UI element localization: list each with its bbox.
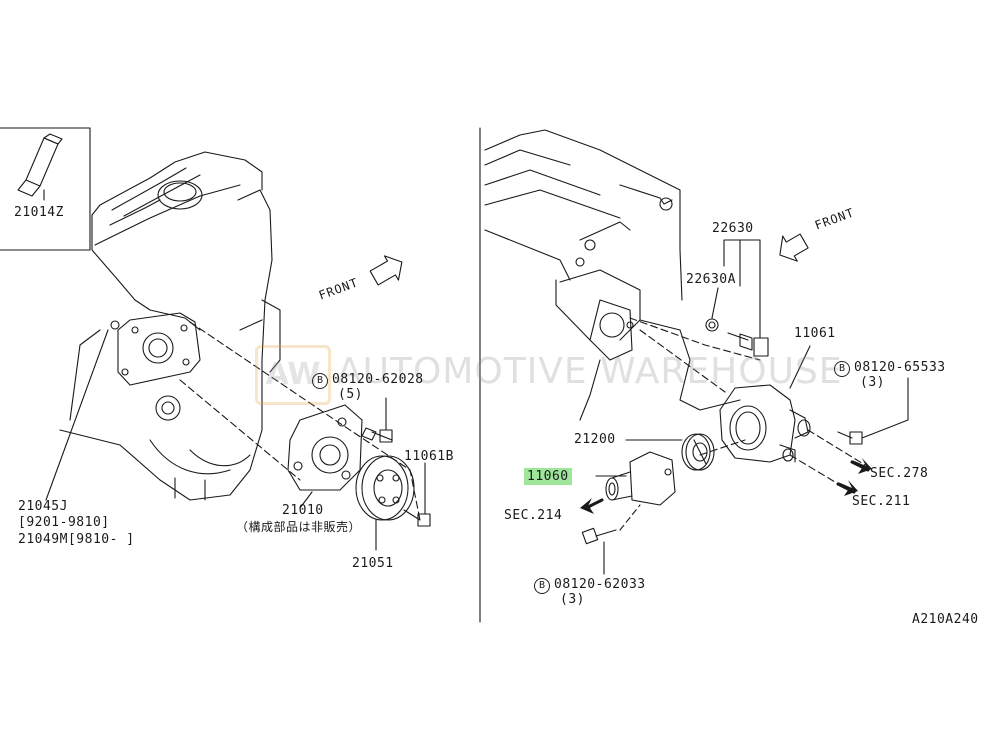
- leader-08120-65533: [861, 377, 909, 439]
- leader-21010: [299, 491, 313, 509]
- label-22630[interactable]: 22630: [712, 221, 754, 236]
- label-11060-highlighted[interactable]: 11060: [524, 468, 572, 485]
- label-pump-note: （構成部品は非販売）: [236, 520, 362, 534]
- leader-22630a: [711, 287, 719, 319]
- label-08120-65533: 08120-65533: [854, 360, 946, 375]
- sec-arrows: [580, 458, 872, 514]
- leader-11061: [789, 345, 811, 389]
- label-21045j[interactable]: 21045J: [18, 499, 68, 514]
- housing-bolt-drawing: [837, 431, 863, 445]
- label-qty-bottom: (3): [560, 592, 585, 607]
- label-21045j-range: [9201-9810]: [18, 515, 110, 530]
- watermark-logo: AW: [255, 345, 331, 405]
- label-22630a[interactable]: 22630A: [686, 272, 736, 287]
- right-engine-drawing: [484, 129, 741, 421]
- bolt-b-icon: B: [534, 578, 550, 594]
- leader-21045j: [45, 329, 109, 501]
- label-sec-211[interactable]: SEC.211: [852, 494, 911, 509]
- label-08120-62028: 08120-62028: [332, 372, 424, 387]
- label-08120-62033: 08120-62033: [554, 577, 646, 592]
- water-outlet-drawing: [605, 451, 676, 506]
- bolt-b-icon: B: [312, 373, 328, 389]
- label-sec-278[interactable]: SEC.278: [870, 466, 929, 481]
- pulley-bolt-drawing: [403, 509, 431, 527]
- bolt-b-icon: B: [834, 361, 850, 377]
- thermostat-housing-drawing: [719, 384, 811, 463]
- left-front-arrow: [369, 255, 403, 286]
- watermark-text: AUTOMOTIVE WAREHOUSE: [337, 351, 843, 392]
- inset-box: [0, 127, 91, 251]
- label-21014z[interactable]: 21014Z: [14, 205, 64, 220]
- label-21049m[interactable]: 21049M[9810- ]: [18, 532, 135, 547]
- label-qty-top: (3): [860, 375, 885, 390]
- watermark: AW AUTOMOTIVE WAREHOUSE: [255, 345, 842, 405]
- label-11061b[interactable]: 11061B: [404, 449, 454, 464]
- label-21200[interactable]: 21200: [574, 432, 616, 447]
- diagram-code: A210A240: [912, 612, 979, 627]
- right-assembly-axis: [629, 317, 761, 361]
- right-front-arrow: [779, 233, 809, 262]
- label-qty-left: (5): [338, 387, 363, 402]
- label-21010[interactable]: 21010: [282, 503, 324, 518]
- pump-bolt-drawing: [361, 427, 393, 443]
- leader-22630: [723, 239, 761, 339]
- outlet-bolt-drawing: [581, 527, 617, 545]
- label-sec-214[interactable]: SEC.214: [504, 508, 563, 523]
- left-assembly-axis: [189, 321, 421, 521]
- label-21051[interactable]: 21051: [352, 556, 394, 571]
- pulley-drawing: [355, 455, 415, 521]
- label-11061[interactable]: 11061: [794, 326, 836, 341]
- water-pump-drawing: [287, 404, 363, 491]
- sealant-tube-drawing: [17, 133, 63, 197]
- temp-sensor-drawing: [705, 318, 769, 357]
- left-engine-drawing: [59, 151, 281, 501]
- thermostat-drawing: [681, 433, 715, 471]
- leader-08120-62033: [619, 504, 641, 531]
